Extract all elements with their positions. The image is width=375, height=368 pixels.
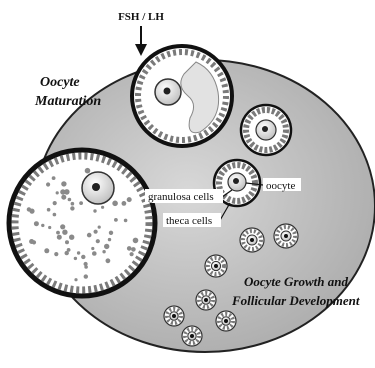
cumulus-cell bbox=[112, 201, 118, 207]
cumulus-cell bbox=[96, 239, 100, 243]
cumulus-cell bbox=[79, 201, 83, 205]
cumulus-cell bbox=[101, 206, 104, 209]
cumulus-cell bbox=[93, 209, 96, 212]
cumulus-cell bbox=[91, 247, 94, 250]
hormone-label: FSH / LH bbox=[118, 11, 164, 23]
cumulus-cell bbox=[94, 230, 98, 234]
cumulus-cell bbox=[29, 239, 34, 244]
cumulus-cell bbox=[108, 238, 111, 241]
mature-follicle-nucleus bbox=[92, 183, 100, 191]
ovulating-follicle-nucleus bbox=[164, 88, 171, 95]
cumulus-cell bbox=[74, 278, 77, 281]
cumulus-cell bbox=[46, 182, 50, 186]
cumulus-cell bbox=[122, 201, 127, 206]
cumulus-cell bbox=[27, 207, 31, 211]
cumulus-cell bbox=[77, 251, 80, 254]
secondary-follicle-right-nucleus bbox=[262, 126, 268, 132]
cumulus-cell bbox=[87, 233, 92, 238]
cumulus-cell bbox=[84, 274, 88, 278]
cumulus-cell bbox=[92, 251, 97, 256]
cumulus-cell bbox=[53, 201, 57, 205]
cumulus-cell bbox=[67, 248, 71, 252]
ovulating-follicle bbox=[132, 46, 232, 146]
cumulus-cell bbox=[52, 176, 56, 180]
cumulus-cell bbox=[70, 206, 74, 210]
primary-follicle bbox=[182, 326, 202, 346]
cumulus-cell bbox=[62, 230, 67, 235]
maturation-label-line2: Maturation bbox=[34, 94, 101, 109]
cumulus-cell bbox=[34, 221, 39, 226]
hormone-arrow-head bbox=[135, 44, 147, 56]
primary-follicle bbox=[240, 228, 264, 252]
primary-follicle-nucleus bbox=[190, 334, 194, 338]
cumulus-cell bbox=[56, 191, 59, 194]
cumulus-cell bbox=[41, 224, 44, 227]
cumulus-cell bbox=[61, 181, 66, 186]
cumulus-cell bbox=[84, 262, 88, 266]
primary-follicle-nucleus bbox=[250, 238, 254, 242]
primary-follicle bbox=[196, 290, 216, 310]
cumulus-cell bbox=[127, 197, 132, 202]
cumulus-cell bbox=[44, 248, 49, 253]
mature-follicle bbox=[9, 150, 155, 296]
cumulus-cell bbox=[85, 168, 91, 174]
labeled-follicle-nucleus bbox=[233, 178, 239, 184]
primary-follicle bbox=[216, 311, 236, 331]
cumulus-cell bbox=[47, 208, 51, 212]
cumulus-cell bbox=[81, 255, 85, 259]
primary-follicle-nucleus bbox=[172, 314, 176, 318]
cumulus-cell bbox=[69, 235, 74, 240]
cumulus-cell bbox=[131, 247, 136, 252]
cumulus-cell bbox=[61, 195, 66, 200]
cumulus-cell bbox=[74, 257, 77, 260]
cumulus-cell bbox=[53, 213, 57, 217]
cumulus-cell bbox=[98, 226, 101, 229]
primary-follicle bbox=[205, 255, 227, 277]
cumulus-cell bbox=[114, 218, 118, 222]
cumulus-cell bbox=[48, 226, 51, 229]
cumulus-cell bbox=[124, 219, 128, 223]
granulosa-label: granulosa cells bbox=[148, 191, 214, 203]
cumulus-cell bbox=[71, 202, 75, 206]
cumulus-cell bbox=[60, 224, 65, 229]
cumulus-cell bbox=[106, 258, 111, 263]
primary-follicle-nucleus bbox=[214, 264, 218, 268]
cumulus-cell bbox=[65, 240, 69, 244]
cumulus-cell bbox=[127, 246, 132, 251]
cumulus-cell bbox=[133, 238, 139, 244]
cumulus-cell bbox=[54, 252, 58, 256]
growth-label-line1: Oocyte Growth and bbox=[244, 274, 349, 289]
primary-follicle-nucleus bbox=[284, 234, 288, 238]
cumulus-cell bbox=[68, 198, 72, 202]
cumulus-cell bbox=[56, 231, 60, 235]
cumulus-cell bbox=[64, 189, 70, 195]
cumulus-cell bbox=[130, 252, 134, 256]
oocyte-label: oocyte bbox=[266, 180, 295, 192]
primary-follicle bbox=[274, 224, 298, 248]
cumulus-cell bbox=[109, 231, 113, 235]
primary-follicle bbox=[164, 306, 184, 326]
maturation-label-line1: Oocyte bbox=[40, 75, 80, 90]
theca-label: theca cells bbox=[166, 215, 212, 227]
primary-follicle-nucleus bbox=[224, 319, 228, 323]
cumulus-cell bbox=[57, 235, 62, 240]
cumulus-cell bbox=[104, 244, 109, 249]
hormone-arrow bbox=[135, 26, 147, 56]
secondary-follicle-right bbox=[241, 105, 291, 155]
mature-follicle-wall bbox=[9, 150, 155, 296]
cumulus-cell bbox=[102, 250, 105, 253]
growth-label-line2: Follicular Development bbox=[231, 293, 360, 308]
primary-follicle-nucleus bbox=[204, 298, 208, 302]
